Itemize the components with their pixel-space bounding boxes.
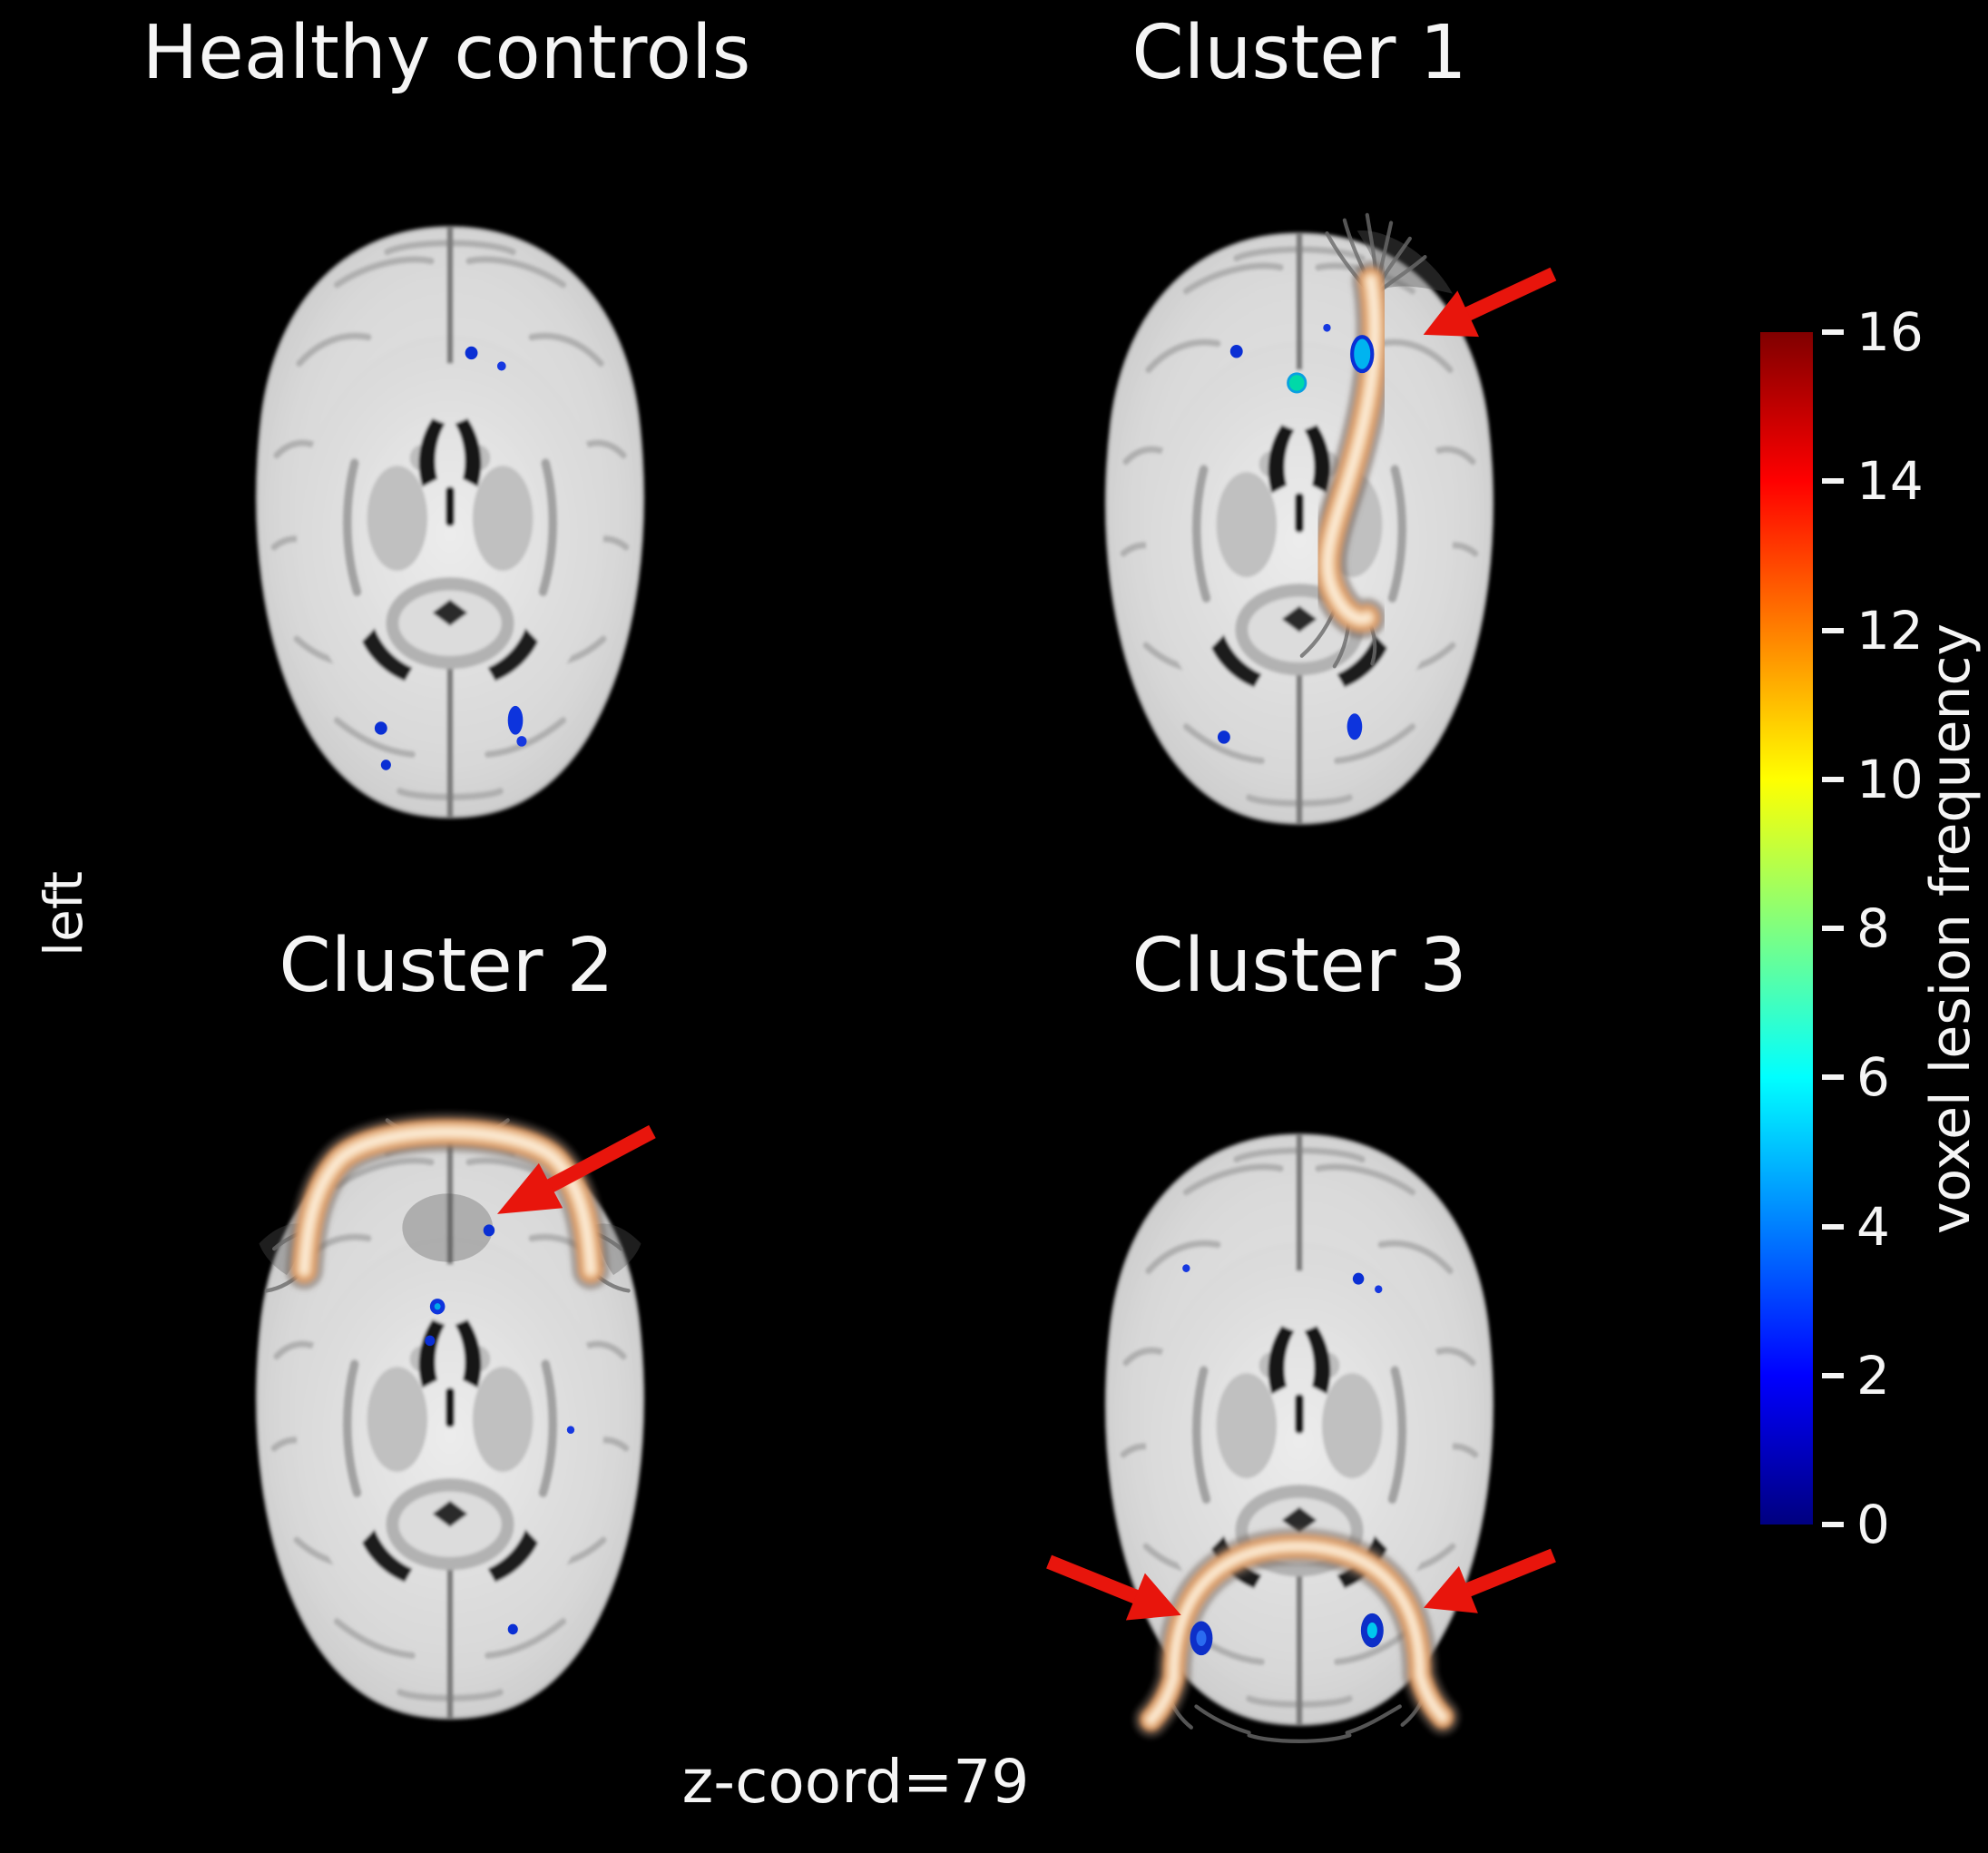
lesion-overlay [1217,323,1375,744]
lesion-overlay [374,346,527,770]
colorbar-tick: 2 [1822,1344,1924,1407]
tick-mark [1822,926,1844,931]
tick-mark [1822,1522,1844,1527]
colorbar-tick: 16 [1822,301,1924,363]
orientation-label-text: left [33,871,94,956]
lesion-overlay [1182,1264,1384,1656]
colorbar-tick: 8 [1822,897,1924,959]
z-coordinate-label: z-coord=79 [681,1747,1030,1817]
colorbar-tick-label: 4 [1856,1195,1890,1258]
tick-mark [1822,1372,1844,1378]
panel-title-healthy-controls: Healthy controls [142,10,751,96]
colorbar-tick: 12 [1822,599,1924,662]
lesion-overlay [425,1224,575,1635]
colorbar-axis-label-text: voxel lesion frequency [1919,623,1983,1234]
colorbar-tick: 10 [1822,748,1924,810]
brain-slice-cluster-2 [199,1107,701,1737]
colorbar-tick: 6 [1822,1046,1924,1109]
colorbar-tick-label: 2 [1856,1344,1890,1407]
tick-mark [1822,329,1844,335]
brain-slice-cluster-3 [1048,1113,1551,1743]
colorbar-tick-label: 16 [1856,301,1924,363]
brain-slice-healthy-controls [199,206,701,836]
tract-overlay [1299,212,1453,669]
colorbar [1760,332,1813,1525]
tract-overlay [259,1112,641,1293]
colorbar-tick-label: 10 [1856,748,1924,810]
tract-overlay [1133,1527,1461,1743]
colorbar-tick: 4 [1822,1195,1924,1258]
colorbar-ticks: 16 14 12 10 8 6 4 2 0 [1822,301,1924,1555]
colorbar-tick-label: 6 [1856,1046,1890,1109]
colorbar-tick-label: 12 [1856,599,1924,662]
tick-mark [1822,1074,1844,1081]
colorbar-tick-label: 8 [1856,897,1890,959]
colorbar-axis-label: voxel lesion frequency [1916,332,1985,1525]
panel-title-cluster-3: Cluster 3 [1131,923,1467,1009]
orientation-label: left [25,732,102,1095]
colorbar-tick: 0 [1822,1494,1924,1555]
panel-title-cluster-2: Cluster 2 [279,923,614,1009]
colorbar-tick-label: 0 [1856,1494,1890,1555]
colorbar-tick: 14 [1822,450,1924,513]
brain-slice-cluster-1 [1048,212,1551,842]
tick-mark [1822,627,1844,633]
panel-title-cluster-1: Cluster 1 [1131,10,1467,96]
colorbar-tick-label: 14 [1856,450,1924,513]
tick-mark [1822,478,1844,485]
tick-mark [1822,776,1844,782]
tick-mark [1822,1223,1844,1230]
